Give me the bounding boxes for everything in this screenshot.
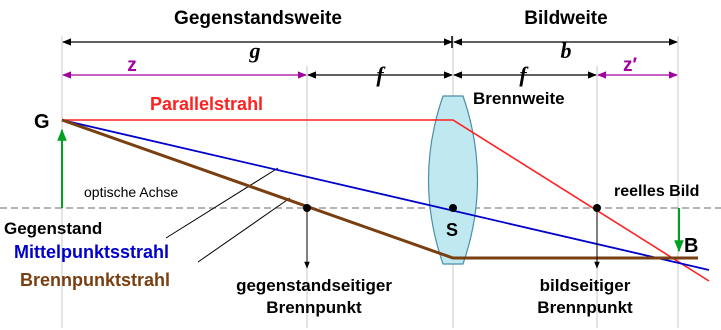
- label-optical-axis: optische Achse: [84, 184, 178, 200]
- label-point-B: B: [684, 235, 698, 257]
- label-z: z: [127, 55, 137, 76]
- object-focal-point-dot: [303, 204, 311, 212]
- label-focal-ray: Brennpunktstrahl: [20, 270, 170, 290]
- label-parallel-ray: Parallelstrahl: [150, 94, 263, 114]
- lens-center-dot: [449, 204, 457, 212]
- label-object: Gegenstand: [4, 219, 102, 238]
- focal-ray: [61, 118, 698, 260]
- label-f-left: f: [376, 62, 386, 87]
- label-central-ray: Mittelpunktsstrahl: [14, 242, 169, 262]
- label-g: g: [249, 38, 261, 63]
- pointer-central-ray: [165, 167, 279, 239]
- label-point-S: S: [446, 220, 458, 240]
- label-object-focal-point-line2: Brennpunkt: [266, 298, 362, 317]
- label-object-distance: Gegenstandsweite: [174, 8, 342, 29]
- image-focal-point-dot: [593, 204, 601, 212]
- label-f-right: f: [519, 62, 529, 87]
- label-image-distance: Bildweite: [524, 8, 607, 29]
- label-b: b: [561, 38, 572, 63]
- label-object-focal-point-line1: gegenstandseitiger: [236, 276, 392, 295]
- central-ray: [61, 119, 710, 271]
- label-point-G: G: [34, 111, 50, 133]
- label-image-focal-point-line2: Brennpunkt: [537, 298, 633, 317]
- convex-lens: [427, 95, 479, 265]
- label-focal-length: Brennweite: [473, 89, 565, 108]
- label-image-focal-point-line1: bildseitiger: [540, 276, 631, 295]
- pointer-focal-ray: [197, 197, 291, 263]
- label-z-prime: z′: [623, 55, 638, 76]
- parallel-ray: [62, 119, 710, 282]
- label-real-image: reelles Bild: [614, 183, 699, 200]
